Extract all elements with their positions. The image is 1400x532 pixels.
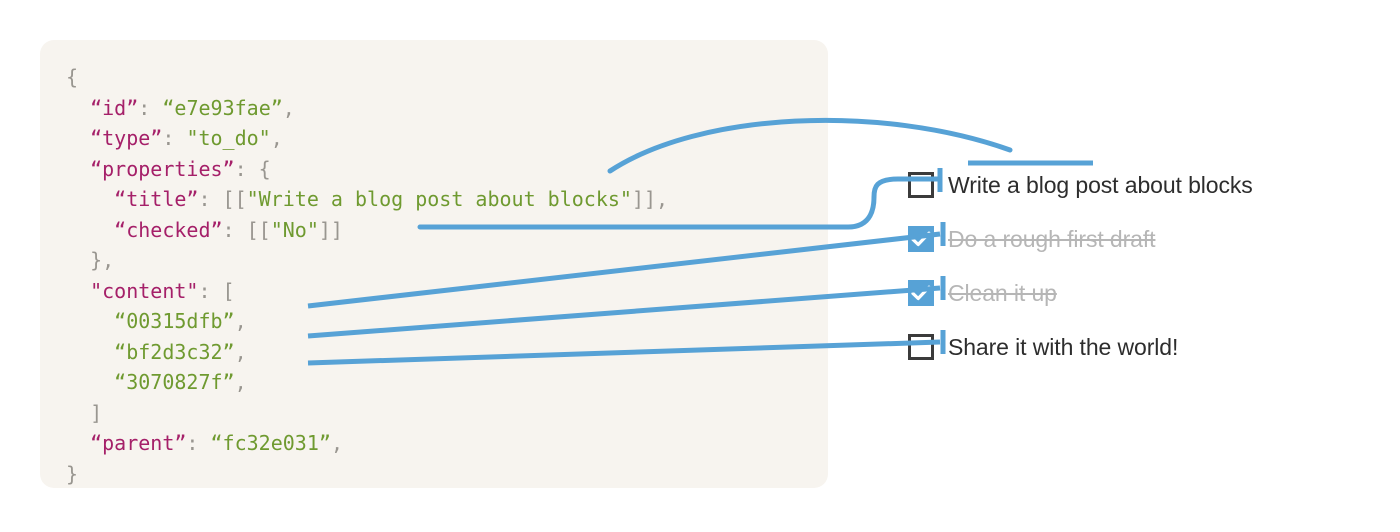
- json-code-line: “checked”: [["No"]]: [66, 215, 668, 246]
- json-code-line: “00315dfb”,: [66, 306, 668, 337]
- json-token-punct: : {: [234, 156, 271, 181]
- todo-item-label: Do a rough first draft: [948, 225, 1156, 252]
- checkbox-empty-icon[interactable]: [908, 172, 934, 198]
- json-token-punct: : [[: [198, 187, 247, 211]
- json-indent: [66, 340, 114, 364]
- json-indent: [66, 96, 90, 120]
- json-token-key: "content": [90, 278, 199, 303]
- json-token-punct: : [[: [222, 217, 271, 242]
- json-code-line: }: [66, 459, 668, 490]
- json-token-str: “bf2d3c32”: [114, 339, 235, 364]
- json-token-punct: },: [90, 248, 115, 272]
- json-token-punct: ,: [330, 431, 343, 455]
- checkbox-checked-icon[interactable]: [908, 280, 934, 306]
- json-token-punct: ]],: [631, 187, 669, 211]
- todo-item-label: Share it with the world!: [948, 333, 1179, 360]
- json-code-line: “id”: “e7e93fae”,: [66, 93, 668, 124]
- json-indent: [66, 370, 114, 394]
- json-indent: [66, 157, 90, 181]
- json-indent: [66, 248, 90, 272]
- check-glyph-icon: [911, 231, 931, 247]
- json-indent: [66, 431, 90, 455]
- json-code-text: { “id”: “e7e93fae”, “type”: "to_do", “pr…: [66, 62, 668, 489]
- json-token-punct: ,: [234, 309, 247, 333]
- json-token-punct: :: [138, 95, 163, 120]
- json-token-str: "No": [270, 217, 319, 242]
- json-indent: [66, 126, 90, 150]
- json-indent: [66, 279, 90, 303]
- json-indent: [66, 218, 114, 242]
- json-token-str: “fc32e031”: [210, 431, 331, 455]
- json-code-line: “properties”: {: [66, 154, 668, 185]
- json-token-str: "to_do": [186, 126, 271, 150]
- todo-list: Write a blog post about blocks Do a rough…: [900, 150, 1370, 390]
- json-token-key: “properties”: [90, 156, 235, 181]
- json-token-key: “id”: [90, 95, 139, 120]
- json-indent: [66, 187, 114, 211]
- json-token-punct: :: [186, 431, 211, 455]
- json-token-punct: ]: [90, 400, 103, 425]
- json-code-line: “parent”: “fc32e031”,: [66, 428, 668, 459]
- json-indent: [66, 401, 90, 425]
- json-token-punct: ,: [270, 126, 283, 150]
- json-token-str: “e7e93fae”: [162, 95, 283, 120]
- json-code-panel: { “id”: “e7e93fae”, “type”: "to_do", “pr…: [40, 40, 828, 488]
- check-glyph-icon: [911, 285, 931, 301]
- json-code-line: “bf2d3c32”,: [66, 337, 668, 368]
- json-token-punct: }: [66, 461, 79, 486]
- json-token-str: "Write a blog post about blocks": [246, 187, 632, 211]
- json-token-key: “type”: [90, 126, 163, 150]
- json-token-punct: ,: [234, 339, 247, 364]
- json-code-line: “title”: [["Write a blog post about bloc…: [66, 184, 668, 215]
- checkbox-empty-icon[interactable]: [908, 334, 934, 360]
- json-token-punct: : [: [198, 278, 235, 303]
- json-code-line: },: [66, 245, 668, 276]
- json-code-line: "content": [: [66, 276, 668, 307]
- json-token-key: “title”: [114, 187, 199, 211]
- json-token-punct: {: [66, 65, 79, 89]
- todo-item-label: Write a blog post about blocks: [948, 171, 1253, 198]
- json-token-key: “checked”: [114, 217, 223, 242]
- json-token-punct: :: [162, 126, 187, 150]
- todo-item[interactable]: Share it with the world!: [900, 330, 1178, 364]
- json-code-line: ]: [66, 398, 668, 429]
- todo-item[interactable]: Clean it up: [900, 276, 1057, 310]
- todo-item[interactable]: Write a blog post about blocks: [900, 168, 1253, 202]
- json-token-str: “3070827f”: [114, 370, 235, 394]
- json-code-line: {: [66, 62, 668, 93]
- json-token-punct: ,: [282, 95, 295, 120]
- checkbox-checked-icon[interactable]: [908, 226, 934, 252]
- todo-item-label: Clean it up: [948, 279, 1057, 306]
- json-token-punct: ]]: [318, 217, 343, 242]
- json-token-key: “parent”: [90, 431, 187, 455]
- json-indent: [66, 309, 114, 333]
- json-token-str: “00315dfb”: [114, 309, 235, 333]
- todo-item[interactable]: Do a rough first draft: [900, 222, 1156, 256]
- json-code-line: “type”: "to_do",: [66, 123, 668, 154]
- json-token-punct: ,: [234, 370, 247, 394]
- json-code-line: “3070827f”,: [66, 367, 668, 398]
